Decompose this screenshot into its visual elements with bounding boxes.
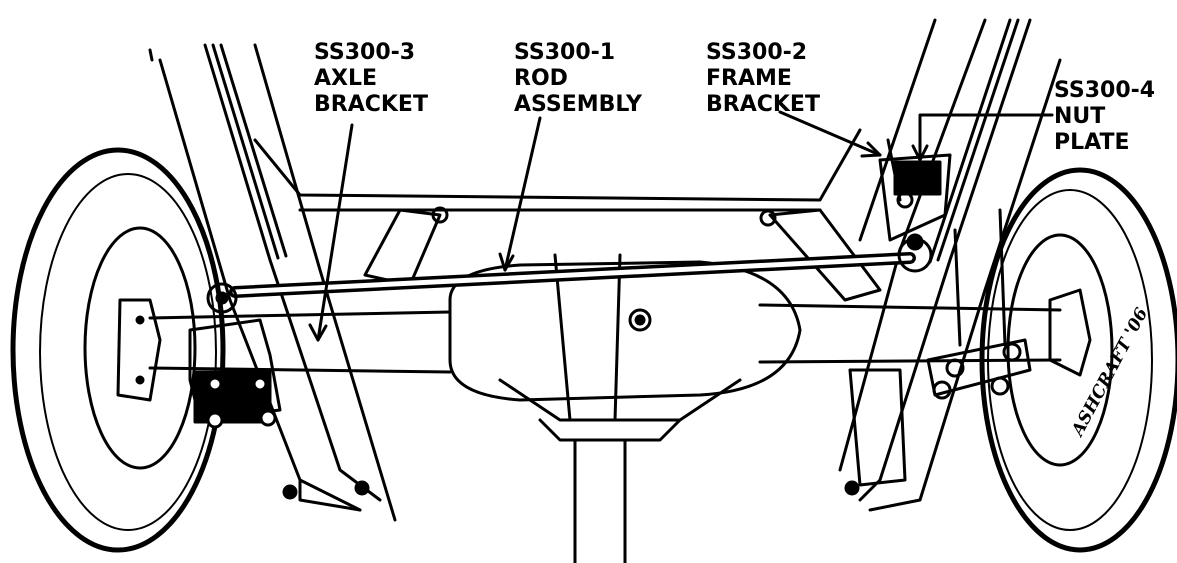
leader-arrows <box>308 110 1054 342</box>
part-label-line-2: PLATE <box>1054 130 1130 155</box>
differential-housing <box>448 253 802 563</box>
part-number: SS300-4 <box>1054 78 1156 103</box>
part-number: SS300-2 <box>706 40 808 65</box>
callout-nut-plate: SS300-4 NUT PLATE <box>1054 78 1155 156</box>
left-wheel <box>10 147 226 553</box>
shock-absorbers <box>363 206 882 302</box>
part-number: SS300-1 <box>514 40 616 65</box>
callout-rod-assembly: SS300-1 ROD ASSEMBLY <box>514 40 642 118</box>
callout-axle-bracket: SS300-3 AXLE BRACKET <box>314 40 428 118</box>
part-label-line-1: NUT <box>1054 104 1106 129</box>
part-label-line-1: FRAME <box>706 66 792 91</box>
part-label-line-1: AXLE <box>314 66 378 91</box>
rod-assembly <box>206 233 933 314</box>
part-label-line-2: BRACKET <box>706 92 820 117</box>
part-number: SS300-3 <box>314 40 416 65</box>
cross-member <box>253 128 862 212</box>
part-label-line-2: BRACKET <box>314 92 428 117</box>
frame-bracket-part <box>878 138 952 242</box>
axle-bracket-part <box>188 318 282 429</box>
callout-frame-bracket: SS300-2 FRAME BRACKET <box>706 40 820 118</box>
part-label-line-2: ASSEMBLY <box>514 92 642 117</box>
part-label-line-1: ROD <box>514 66 568 91</box>
u-bolt-plate <box>926 208 1032 400</box>
